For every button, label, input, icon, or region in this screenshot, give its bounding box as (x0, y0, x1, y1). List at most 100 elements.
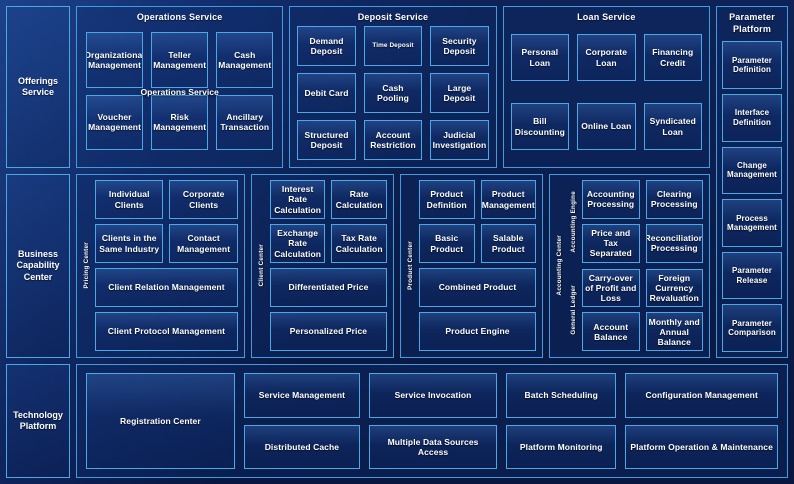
item-parameter-definition[interactable]: Parameter Definition (722, 41, 782, 89)
item-voucher-management[interactable]: Voucher Management (86, 94, 144, 150)
item-platform-monitoring[interactable]: Platform Monitoring (506, 424, 617, 469)
item-account-restriction[interactable]: Account Restriction (363, 120, 423, 160)
item-registration-center[interactable]: Registration Center (86, 373, 235, 469)
item-organizational-management[interactable]: Organizational Management (86, 32, 144, 88)
item-rate-calculation[interactable]: Rate Calculation (331, 180, 387, 219)
item-distributed-cache[interactable]: Distributed Cache (243, 424, 361, 469)
vertical-label-product-center: Product Center (406, 241, 414, 290)
item-carry-over-of-profit-and-loss[interactable]: Carry-over of Profit and Loss (582, 268, 640, 308)
item-batch-scheduling[interactable]: Batch Scheduling (506, 373, 617, 418)
item-syndicated-loan[interactable]: Syndicated Loan (643, 103, 702, 150)
item-basic-product[interactable]: Basic Product (418, 224, 475, 263)
item-bill-discounting[interactable]: Bill Discounting (510, 103, 570, 150)
item-interface-definition[interactable]: Interface Definition (722, 93, 782, 142)
item-time-deposit[interactable]: Time Deposit (363, 26, 423, 66)
row-label-business-capability-center: Business Capability Center (6, 174, 70, 358)
panel-product-center: Product Center Product Definition Produc… (399, 174, 544, 358)
item-ancillary-transaction[interactable]: Ancillary Transaction (216, 94, 274, 150)
tech-label-line1: Technology (13, 409, 63, 420)
item-parameter-comparison[interactable]: Parameter Comparison (722, 304, 782, 353)
tech-column-2: Service Invocation Multiple Data Sources… (369, 373, 498, 469)
item-risk-management[interactable]: Risk Management (151, 94, 209, 150)
bcc-label-line1: Business (17, 249, 58, 260)
item-product-definition[interactable]: Product Definition (418, 180, 475, 219)
tech-column-3: Batch Scheduling Platform Monitoring (506, 373, 617, 469)
panel-parameter-platform: Parameter Platform Parameter Definition … (716, 6, 788, 358)
accounting-center-blocks: Accounting Engine Accounting Processing … (568, 180, 703, 351)
panel-operations-service: Operations Service Organizational Manage… (76, 6, 284, 168)
item-client-relation-management[interactable]: Client Relation Management (95, 268, 238, 307)
item-financing-credit[interactable]: Financing Credit (643, 34, 702, 81)
client-center-items: Interest Rate Calculation Rate Calculati… (269, 180, 387, 351)
vertical-label-client-center: Client Center (257, 244, 265, 287)
item-large-deposit[interactable]: Large Deposit (430, 73, 489, 113)
item-price-and-tax-separated[interactable]: Price and Tax Separated (582, 223, 640, 263)
item-individual-clients[interactable]: Individual Clients (95, 180, 164, 219)
item-interest-rate-calculation[interactable]: Interest Rate Calculation (269, 180, 326, 219)
item-service-management[interactable]: Service Management (243, 373, 361, 418)
row-label-line1: Offerings (17, 75, 58, 86)
item-clients-in-the-same-industry[interactable]: Clients in the Same Industry (95, 224, 164, 263)
item-platform-operation-and-maintenance[interactable]: Platform Operation & Maintenance (625, 424, 778, 469)
item-multiple-data-sources-access[interactable]: Multiple Data Sources Access (369, 424, 498, 469)
panel-technology-platform: Registration Center Service Management D… (76, 364, 788, 478)
item-configuration-management[interactable]: Configuration Management (625, 373, 778, 418)
panel-pricing-center: Pricing Center Individual Clients Corpor… (76, 174, 245, 358)
panel-loan-service: Loan Service Personal Loan Corporate Loa… (502, 6, 710, 168)
item-change-management[interactable]: Change Management (722, 146, 782, 195)
item-cash-pooling[interactable]: Cash Pooling (363, 73, 423, 113)
item-contact-management[interactable]: Contact Management (169, 224, 238, 263)
item-reconciliation-processing[interactable]: Reconciliation Processing (645, 223, 703, 263)
item-monthly-and-annual-balance[interactable]: Monthly and Annual Balance (645, 312, 703, 351)
item-foreign-currency-revaluation[interactable]: Foreign Currency Revaluation (645, 268, 703, 308)
item-judicial-investigation[interactable]: Judicial Investigation (430, 120, 489, 160)
general-ledger-block: General Ledger Carry-over of Profit and … (568, 268, 703, 351)
panel-title-deposit-service: Deposit Service (357, 12, 429, 22)
bcc-label-line3: Center (23, 271, 53, 282)
item-cash-management[interactable]: Cash Management (216, 32, 274, 88)
pricing-center-items: Individual Clients Corporate Clients Cli… (95, 180, 238, 351)
tech-column-4: Configuration Management Platform Operat… (625, 373, 778, 469)
item-security-deposit[interactable]: Security Deposit (430, 26, 489, 66)
item-product-engine[interactable]: Product Engine (418, 312, 537, 351)
item-combined-product[interactable]: Combined Product (418, 268, 537, 307)
item-product-management[interactable]: Product Management (480, 180, 537, 219)
item-personal-loan[interactable]: Personal Loan (510, 34, 570, 81)
item-service-invocation[interactable]: Service Invocation (369, 373, 498, 418)
item-salable-product[interactable]: Salable Product (480, 224, 537, 263)
loan-service-items: Personal Loan Corporate Loan Financing C… (510, 26, 702, 160)
business-capability-center-row: Business Capability Center Pricing Cente… (6, 174, 788, 358)
operations-service-items: Organizational Management Teller Managem… (84, 26, 275, 160)
row-label-technology-platform: Technology Platform (6, 364, 70, 478)
item-account-balance[interactable]: Account Balance (582, 312, 640, 351)
item-differentiated-price[interactable]: Differentiated Price (269, 268, 387, 307)
tech-label-line2: Platform (19, 421, 57, 431)
item-corporate-clients[interactable]: Corporate Clients (169, 180, 238, 219)
item-corporate-loan[interactable]: Corporate Loan (577, 34, 636, 81)
general-ledger-items: Carry-over of Profit and Loss Foreign Cu… (582, 268, 703, 351)
item-client-protocol-management[interactable]: Client Protocol Management (95, 312, 238, 351)
panel-title-loan-service: Loan Service (577, 12, 636, 22)
tech-column-1: Service Management Distributed Cache (243, 373, 361, 469)
item-tax-rate-calculation[interactable]: Tax Rate Calculation (331, 224, 387, 263)
item-teller-management[interactable]: Teller Management (151, 32, 209, 88)
item-clearing-processing[interactable]: Clearing Processing (645, 180, 703, 219)
item-accounting-processing[interactable]: Accounting Processing (582, 180, 640, 219)
accounting-engine-block: Accounting Engine Accounting Processing … (568, 180, 703, 263)
row-label-line2: Service (21, 87, 54, 97)
item-demand-deposit[interactable]: Demand Deposit (297, 26, 356, 66)
item-process-management[interactable]: Process Management (722, 199, 782, 247)
item-exchange-rate-calculation[interactable]: Exchange Rate Calculation (269, 224, 326, 263)
technology-platform-row: Technology Platform Registration Center … (6, 364, 788, 478)
item-structured-deposit[interactable]: Structured Deposit (297, 120, 356, 160)
item-personalized-price[interactable]: Personalized Price (269, 312, 387, 351)
item-parameter-release[interactable]: Parameter Release (722, 251, 782, 300)
panel-title-parameter-platform: Parameter Platform (722, 11, 782, 35)
item-debit-card[interactable]: Debit Card (297, 73, 356, 113)
item-online-loan[interactable]: Online Loan (577, 103, 636, 150)
panel-client-center: Client Center Interest Rate Calculation … (250, 174, 394, 358)
accounting-engine-items: Accounting Processing Clearing Processin… (582, 180, 703, 263)
offerings-service-row: Offerings Service Operations Service Org… (6, 6, 788, 358)
parameter-platform-title-line2: Platform (732, 24, 772, 35)
vertical-label-accounting-center: Accounting Center (556, 235, 564, 296)
